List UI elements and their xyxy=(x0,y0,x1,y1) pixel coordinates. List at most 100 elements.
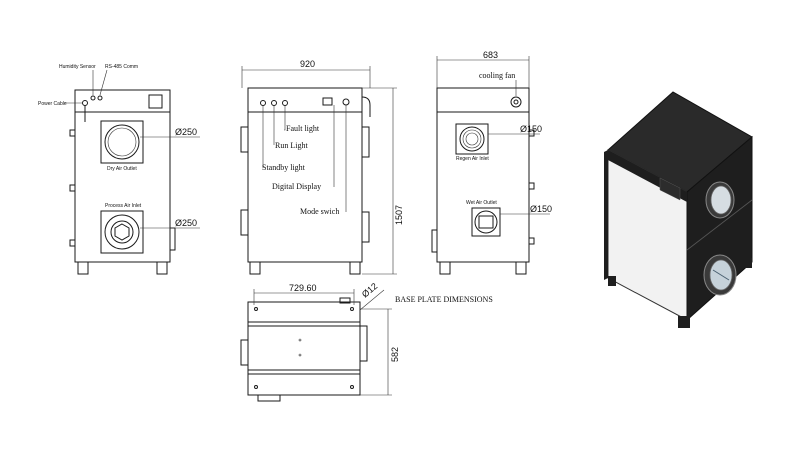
process-air-inlet-grille xyxy=(110,220,134,244)
power-cable-gland xyxy=(82,100,88,106)
iso-foot-front xyxy=(678,316,690,328)
side-duct-left-bottom xyxy=(240,209,249,236)
regen-air-inlet-label: Regen Air Inlet xyxy=(456,156,489,162)
regen-air-inlet-mesh-inner xyxy=(465,132,479,146)
fault-light-leader xyxy=(284,106,286,131)
iso-panel-seam xyxy=(686,199,753,251)
front-view: Ø250 Dry Air Outlet Process Air Inlet Ø2… xyxy=(38,64,200,275)
side-foot-right xyxy=(349,261,361,275)
side-body xyxy=(247,87,363,263)
process-air-inlet-ring xyxy=(104,214,140,250)
rs485-port xyxy=(97,95,103,101)
digital-display-label: Digital Display xyxy=(272,182,321,191)
run-light-label: Run Light xyxy=(275,141,308,150)
rear-view: cooling fan Ø150 Regen Air Inlet Wet Air… xyxy=(431,50,552,275)
dia-wet-outlet-label: Ø150 xyxy=(530,204,552,214)
rs485-leader xyxy=(99,69,108,96)
front-body xyxy=(74,89,171,263)
base-depth-label: 582 xyxy=(390,347,400,362)
side-duct-left-top xyxy=(240,126,249,153)
rear-width-label: 683 xyxy=(483,50,498,60)
process-air-inlet-hub xyxy=(114,223,130,241)
standby-light-label: Standby light xyxy=(262,163,306,172)
dry-air-outlet-inner xyxy=(107,127,137,157)
fault-light-label: Fault light xyxy=(286,124,320,133)
side-duct-right-top xyxy=(361,126,370,158)
wet-air-outlet-label: Wet Air Outlet xyxy=(466,200,497,206)
regen-air-inlet-mesh xyxy=(462,129,482,149)
iso-control-panel xyxy=(659,177,681,201)
rear-hinge-1 xyxy=(528,129,535,137)
rear-body xyxy=(436,87,530,263)
cooling-fan-icon xyxy=(510,96,522,108)
wet-air-outlet-ring xyxy=(474,210,498,234)
base-plate-body xyxy=(247,301,361,396)
process-air-inlet-label: Process Air Inlet xyxy=(105,203,142,209)
rear-side-handle xyxy=(431,229,438,253)
base-mark-1 xyxy=(298,338,302,342)
humidity-sensor-port xyxy=(90,95,96,101)
front-panel-box xyxy=(148,94,163,109)
base-width-label: 729.60 xyxy=(289,283,317,293)
dry-air-outlet-label: Dry Air Outlet xyxy=(107,166,137,172)
regen-air-inlet-grille xyxy=(459,126,485,152)
base-duct-right xyxy=(359,325,368,362)
base-duct-left xyxy=(240,339,249,366)
front-hinge-2 xyxy=(69,184,76,192)
side-foot-left xyxy=(249,261,261,275)
process-air-inlet-frame xyxy=(100,210,144,254)
cooling-fan-hub xyxy=(513,99,519,105)
front-foot-right xyxy=(156,261,168,275)
mode-switch-label: Mode swich xyxy=(300,207,339,216)
rear-hinge-2 xyxy=(528,182,535,190)
cooling-fan-label: cooling fan xyxy=(479,71,515,80)
rear-foot-right xyxy=(515,261,527,275)
front-hinge-1 xyxy=(69,129,76,137)
side-cable xyxy=(361,96,371,117)
base-mark-2 xyxy=(298,353,302,357)
iso-foot-right xyxy=(743,258,752,268)
iso-foot-left xyxy=(608,276,616,286)
side-width-label: 920 xyxy=(300,59,315,69)
front-side-handle xyxy=(169,227,176,251)
dry-air-outlet-ring xyxy=(104,124,140,160)
front-hinge-3 xyxy=(69,239,76,247)
wet-air-outlet-frame xyxy=(471,207,501,237)
regen-air-inlet-frame xyxy=(455,123,489,155)
mode-switch-knob xyxy=(342,98,350,106)
humidity-sensor-label: Humidity Sensor xyxy=(59,64,96,70)
base-hole-label: Ø12 xyxy=(360,281,379,300)
base-tab xyxy=(257,394,281,402)
dia-process-inlet-label: Ø250 xyxy=(175,218,197,228)
fault-light-indicator xyxy=(260,100,266,106)
power-cable-label: Power Cable xyxy=(38,101,67,107)
base-hole-4 xyxy=(350,385,354,389)
digital-display-box xyxy=(322,97,333,106)
dia-regen-inlet-label: Ø150 xyxy=(520,124,542,134)
rear-foot-left xyxy=(439,261,451,275)
side-duct-right-bottom xyxy=(361,211,370,243)
front-foot-left xyxy=(77,261,89,275)
side-height-label: 1507 xyxy=(394,205,404,225)
wet-air-outlet-louver xyxy=(478,215,494,229)
iso-left-edge xyxy=(604,150,608,280)
rear-hinge-3 xyxy=(528,237,535,245)
iso-lower-duct-damper xyxy=(712,269,730,281)
dry-air-outlet-frame xyxy=(100,120,144,164)
base-hole-2 xyxy=(350,307,354,311)
base-hole-3 xyxy=(254,385,258,389)
standby-light-indicator xyxy=(282,100,288,106)
iso-upper-duct-inner xyxy=(710,185,732,215)
base-hole-leader xyxy=(359,289,385,311)
base-plate-title: BASE PLATE DIMENSIONS xyxy=(395,295,493,304)
dia-dry-outlet-label: Ø250 xyxy=(175,127,197,137)
base-hole-1 xyxy=(254,307,258,311)
side-view: Fault light Run Light Standby light Digi… xyxy=(240,59,404,275)
base-plate-view: 729.60 Ø12 BASE PLATE DIMENSIONS 582 xyxy=(240,281,493,402)
isometric-render xyxy=(604,91,753,328)
rs485-label: RS-485 Comm xyxy=(105,64,138,70)
base-top-tab xyxy=(339,297,351,304)
run-light-indicator xyxy=(271,100,277,106)
